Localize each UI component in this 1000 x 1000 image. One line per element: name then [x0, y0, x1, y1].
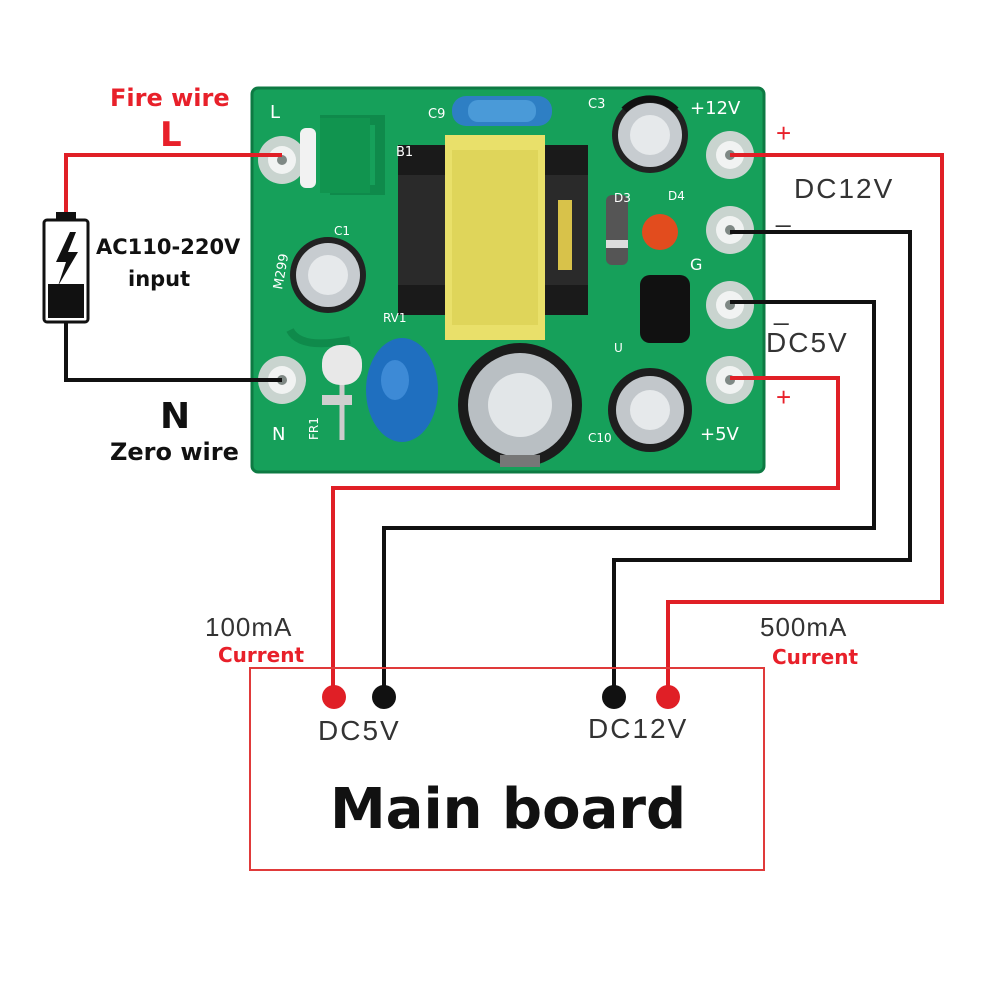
current-right-value: 500mA — [760, 612, 847, 642]
wire-gnd-12v — [612, 230, 912, 690]
silk-c9: C9 — [428, 107, 445, 122]
wire-n — [64, 320, 282, 382]
wires — [64, 153, 944, 690]
wire-l — [64, 153, 282, 220]
dc12v-output-label: DC12V — [794, 173, 894, 204]
minus-top-label: _ — [775, 198, 791, 228]
current-left-value: 100mA — [205, 612, 292, 642]
zero-wire-label: Zero wire — [110, 438, 239, 466]
regulator — [640, 275, 690, 343]
n-label: N — [160, 396, 190, 437]
capacitor-c1 — [290, 237, 366, 313]
ac-voltage-label: AC110-220V — [96, 235, 241, 259]
dc5v-minus-pin — [372, 685, 396, 709]
terminal-gnd-b — [706, 281, 754, 329]
terminal-l — [258, 136, 306, 184]
silk-d4: D4 — [668, 189, 685, 203]
wire-plus12v — [666, 153, 944, 690]
main-board-frame — [249, 667, 765, 871]
pcb-module: L N C9 C3 +12V +5V B1 C1 M299 RV1 D3 D4 … — [250, 86, 766, 474]
capacitor-c10 — [608, 368, 692, 452]
dc5v-plus-pin — [322, 685, 346, 709]
current-left-caption: Current — [218, 643, 304, 667]
silk-5v: +5V — [700, 424, 740, 445]
main-board-title: Main board — [330, 777, 686, 842]
silk-u: U — [614, 341, 623, 355]
silk-rv: RV1 — [383, 311, 407, 325]
silk-c10: C10 — [588, 431, 612, 445]
silk-12v: +12V — [690, 98, 741, 119]
led — [642, 214, 678, 250]
silk-g: G — [690, 255, 702, 274]
fire-wire-label: Fire wire — [110, 84, 230, 112]
diode — [606, 195, 628, 265]
silk-l: L — [270, 102, 280, 123]
silk-c3: C3 — [588, 97, 605, 112]
silk-n: N — [272, 424, 285, 445]
wire-gnd-5v — [382, 300, 876, 690]
transformer — [398, 135, 588, 340]
fuse-resistor — [322, 345, 362, 440]
l-label: L — [160, 115, 182, 155]
silk-marker — [300, 128, 316, 188]
dc12v-plus-pin — [656, 685, 680, 709]
main-board: DC5V DC12V Main board — [249, 667, 765, 871]
input-label: input — [128, 267, 190, 291]
capacitor-large — [458, 343, 582, 467]
dc5v-output-label: DC5V — [766, 327, 849, 358]
minus-bottom-label: _ — [773, 296, 789, 326]
current-right-caption: Current — [772, 645, 858, 669]
main-board-dc5v-label: DC5V — [318, 715, 401, 746]
silk-fr1: FR1 — [307, 417, 321, 440]
main-board-dc12v-label: DC12V — [588, 713, 688, 744]
ac-source-battery-icon — [42, 212, 90, 324]
plus-top-label: + — [776, 118, 791, 148]
capacitor-c3 — [612, 95, 688, 173]
silk-m299: M299 — [271, 253, 292, 291]
wire-plus5v — [331, 376, 840, 690]
dc12v-minus-pin — [602, 685, 626, 709]
silk-c1: C1 — [334, 224, 350, 238]
silk-d3: D3 — [614, 191, 631, 205]
plus-bottom-label: + — [776, 382, 791, 412]
silk-b1: B1 — [396, 145, 413, 160]
